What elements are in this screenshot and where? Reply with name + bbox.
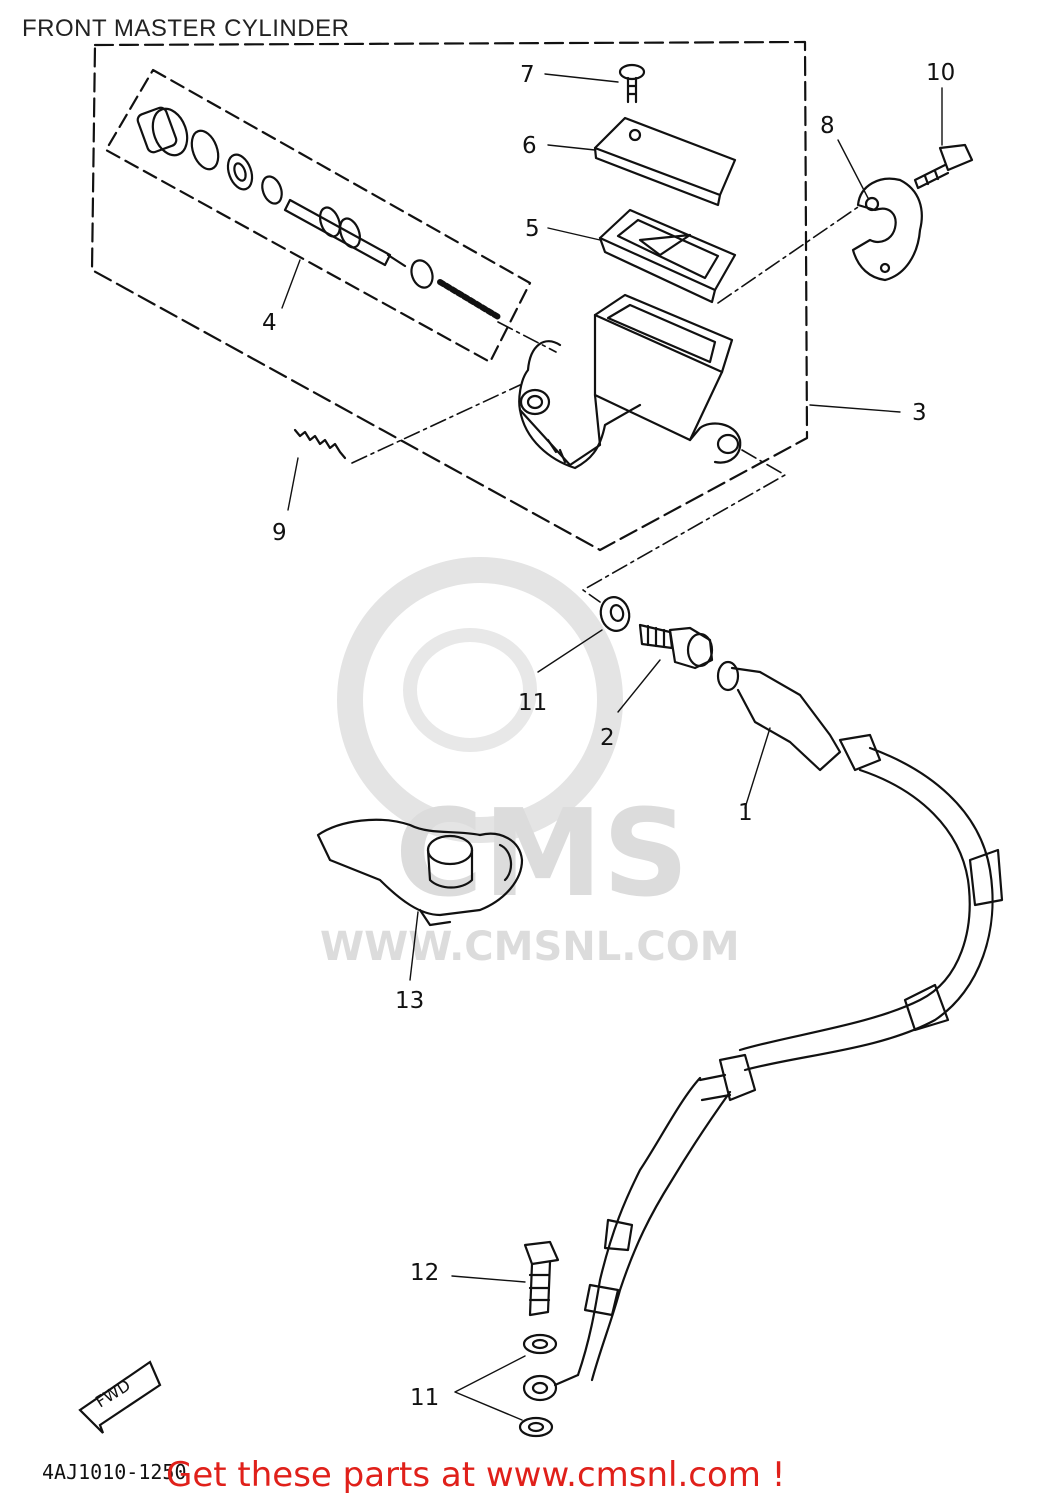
watermark-logo-text: CMS <box>395 785 689 924</box>
callout-3: 3 <box>912 400 927 426</box>
cover-13 <box>316 818 524 927</box>
callout-12: 12 <box>410 1260 439 1286</box>
union-bolt-12 <box>523 1240 560 1317</box>
callout-13: 13 <box>395 988 424 1014</box>
drawing-code: 4AJ1010-1250 <box>42 1460 187 1484</box>
copper-washer-11-upper <box>599 596 631 632</box>
callout-2: 2 <box>600 725 615 751</box>
union-bolt-2 <box>638 623 714 670</box>
callout-10: 10 <box>926 60 955 86</box>
holder-8 <box>851 177 923 282</box>
callout-4: 4 <box>262 310 277 336</box>
callout-11-lower: 11 <box>410 1385 439 1411</box>
copper-washers-11-lower <box>518 1333 558 1438</box>
cap-hole <box>628 128 642 142</box>
callout-11-upper: 11 <box>518 690 547 716</box>
diagram-title: FRONT MASTER CYLINDER <box>22 15 350 42</box>
spring-9 <box>293 428 347 460</box>
callout-labels: 1 2 3 4 5 6 7 8 9 10 11 11 12 13 <box>262 60 955 1411</box>
bolt-10 <box>913 143 974 190</box>
callout-9: 9 <box>272 520 287 546</box>
watermark-url-text: WWW.CMSNL.COM <box>320 924 740 970</box>
callout-5: 5 <box>525 216 540 242</box>
reservoir-cap-6 <box>593 116 737 207</box>
callout-8: 8 <box>820 113 835 139</box>
master-cylinder-body <box>518 293 742 470</box>
promo-link[interactable]: Get these parts at www.cmsnl.com ! <box>166 1455 786 1495</box>
fwd-arrow-icon: FWD <box>78 1360 162 1434</box>
cmsnl-watermark: CMS WWW.CMSNL.COM <box>320 557 740 970</box>
brake-hose-1 <box>522 660 1004 1402</box>
assembly-4-boundary <box>104 68 532 364</box>
diaphragm-5 <box>598 208 737 304</box>
leader-lines <box>281 73 943 1421</box>
callout-7: 7 <box>520 62 535 88</box>
piston-kit-parts <box>136 106 503 321</box>
cap-screw-7 <box>618 63 646 104</box>
assembly-guide-lines <box>351 206 859 603</box>
callout-6: 6 <box>522 133 537 159</box>
callout-1: 1 <box>738 800 753 826</box>
assembly-3-boundary <box>90 40 809 552</box>
